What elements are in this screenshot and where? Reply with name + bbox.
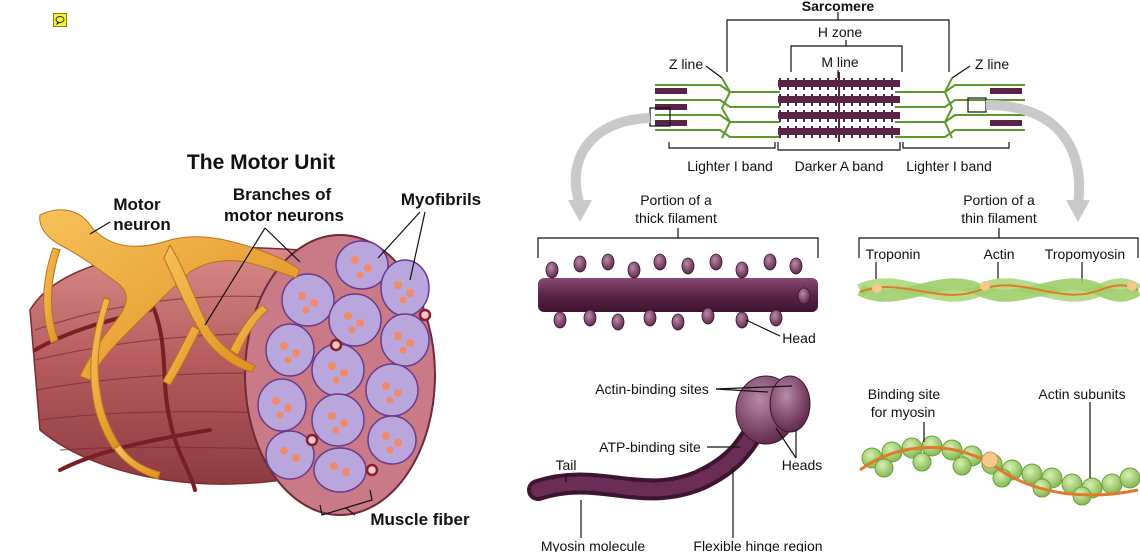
z-line-left-label: Z line xyxy=(669,56,703,72)
myofibrils-label: Myofibrils xyxy=(401,190,481,209)
m-line-label: M line xyxy=(821,54,859,70)
tropomyosin-label: Tropomyosin xyxy=(1045,246,1125,262)
binding-site-label-line1: Binding site xyxy=(868,386,941,402)
zoom-arrows xyxy=(568,100,1090,222)
h-zone-label: H zone xyxy=(818,24,863,40)
tail-label: Tail xyxy=(555,457,576,473)
head-leader xyxy=(745,319,781,337)
muscle-fiber-label: Muscle fiber xyxy=(370,510,470,529)
motor-unit-illustration xyxy=(29,209,436,516)
myosin-head-cluster xyxy=(545,253,811,331)
thick-bracket xyxy=(537,228,819,258)
motor-neuron-label-line2: neuron xyxy=(113,215,171,234)
thick-filament-portion xyxy=(538,253,818,331)
branches-label-line1: Branches of xyxy=(233,185,332,204)
sarcomere-title: Sarcomere xyxy=(802,0,875,14)
myofibril-cells xyxy=(257,240,430,493)
myosin-spikes xyxy=(779,78,893,138)
i-band-left-label: Lighter I band xyxy=(687,158,773,174)
zoom-box-left xyxy=(649,107,671,127)
hinge-label: Flexible hinge region xyxy=(693,538,822,552)
thin-caption-line1: Portion of a xyxy=(963,192,1035,208)
myosin-molecule-label: Myosin molecule xyxy=(541,538,645,552)
actin-leader-lines xyxy=(923,402,1091,478)
capillary-sections xyxy=(305,308,432,477)
thin-filament-portion xyxy=(857,278,1140,302)
thick-caption-line2: thick filament xyxy=(635,210,717,226)
z-line-right-label: Z line xyxy=(975,56,1009,72)
branches-label-line2: motor neurons xyxy=(224,206,344,225)
troponin-label: Troponin xyxy=(866,246,921,262)
head-label: Head xyxy=(782,330,815,346)
motor-neuron-shape xyxy=(39,209,301,480)
actin-subunits-label: Actin subunits xyxy=(1038,386,1125,402)
a-band-label: Darker A band xyxy=(795,158,884,174)
myofibril-dots xyxy=(272,256,414,476)
i-band-right-label: Lighter I band xyxy=(906,158,992,174)
motor-neuron-label-line1: Motor xyxy=(113,195,161,214)
sarcomere-illustration xyxy=(649,72,1025,142)
heads-label: Heads xyxy=(782,457,822,473)
thick-caption-line1: Portion of a xyxy=(640,192,712,208)
thin-filaments xyxy=(655,77,1025,139)
thin-caption-line2: thin filament xyxy=(961,210,1037,226)
binding-site-label-line2: for myosin xyxy=(871,404,936,420)
actin-binding-label: Actin-binding sites xyxy=(595,381,709,397)
atp-binding-label: ATP-binding site xyxy=(599,439,701,455)
motor-unit-leader-lines xyxy=(89,211,426,516)
myosin-molecule xyxy=(527,375,811,501)
motor-unit-title: The Motor Unit xyxy=(187,151,335,174)
actin-label: Actin xyxy=(983,246,1014,262)
comment-icon[interactable] xyxy=(53,13,67,27)
sarcomere-brackets xyxy=(668,12,1010,151)
myosin-leader-lines xyxy=(565,385,797,538)
actin-detail xyxy=(859,435,1140,506)
